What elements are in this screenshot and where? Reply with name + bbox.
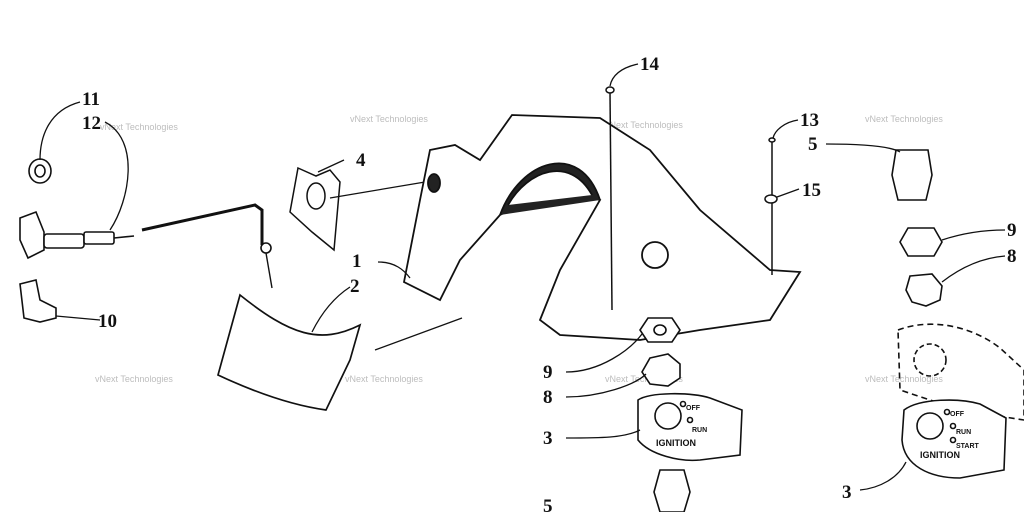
callout-2: 2 [350,276,360,297]
watermark-text: vNext Technologies [350,114,428,124]
ignition-plate-part-3a [637,392,743,462]
plate-b-start: START [956,443,980,450]
lockwasher-part-8a [641,353,681,387]
washer-part-15 [764,194,778,204]
screw-part-14 [609,91,613,311]
callout-11: 11 [82,89,100,110]
callout-9-center: 9 [543,362,553,383]
callout-8-center: 8 [543,387,553,408]
callout-13: 13 [800,110,819,131]
plate-a-title: IGNITION [656,438,696,448]
callout-9-right: 9 [1007,220,1017,241]
watermark-text: vNext Technologies [95,374,173,384]
ignition-switch-group-b [891,149,1024,479]
choke-lever-part-10 [19,279,57,323]
callout-4: 4 [356,150,366,171]
callout-1: 1 [352,251,362,272]
lockwasher-part-8b [905,273,943,307]
callout-15: 15 [802,180,821,201]
callout-12: 12 [82,113,101,134]
plate-a-run: RUN [692,427,707,434]
callout-3-center: 3 [543,428,553,449]
callout-labels: 11 12 10 4 1 2 14 13 15 5 9 8 9 8 3 5 3 [82,54,1017,512]
callout-5-center: 5 [543,496,553,512]
ignition-switch-part-5b [891,149,933,201]
choke-cable-assembly [19,158,273,323]
watermark-text: vNext Technologies [865,374,943,384]
lower-cover-part-2 [216,293,463,411]
leader-lines [39,63,1006,491]
console-housing-part-1 [402,114,802,341]
callout-8-right: 8 [1007,246,1017,267]
plate-b-off: OFF [950,411,965,418]
watermark-text: vNext Technologies [605,120,683,130]
watermark-text: vNext Technologies [100,122,178,132]
plate-a-off: OFF [686,405,701,412]
gasket-plate-part-4 [289,166,426,252]
plate-b-title: IGNITION [920,450,960,460]
callout-3-right: 3 [842,482,852,503]
watermark-text: vNext Technologies [345,374,423,384]
plate-b-run: RUN [956,429,971,436]
callout-10: 10 [98,311,117,332]
callout-5-right: 5 [808,134,818,155]
watermark-text: vNext Technologies [865,114,943,124]
ignition-switch-group-a [637,317,743,512]
watermark-text: vNext Technologies [605,374,683,384]
ignition-switch-part-5a [653,469,691,512]
fasteners [605,86,778,311]
nut-part-9b [899,227,943,257]
watermarks: vNext Technologies vNext Technologies vN… [95,114,943,384]
callout-14: 14 [640,54,660,75]
choke-lever-knob [19,210,45,260]
cable-housing [43,233,85,249]
